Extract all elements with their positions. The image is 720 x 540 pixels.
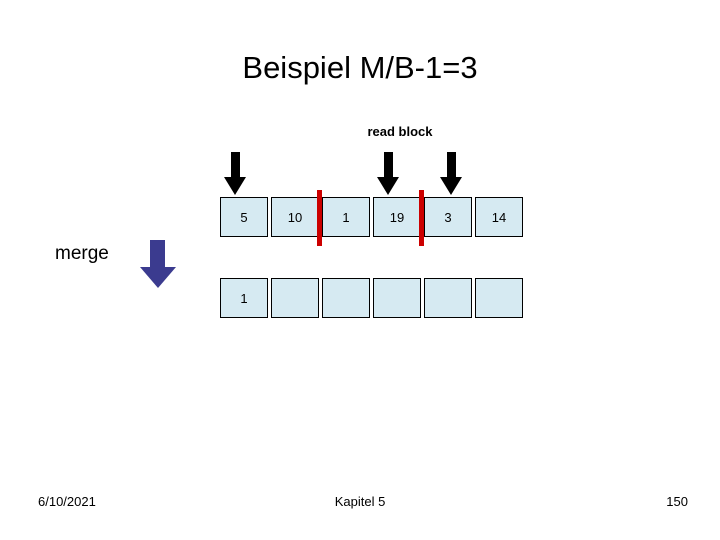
page-title: Beispiel M/B-1=3 xyxy=(242,50,478,85)
top-row-cell: 10 xyxy=(271,197,319,237)
arrow-head xyxy=(377,177,399,195)
merge-down-arrow-icon xyxy=(140,240,176,288)
down-arrow-icon xyxy=(440,152,462,196)
bottom-row-cell xyxy=(475,278,523,318)
footer-chapter: Kapitel 5 xyxy=(334,494,386,509)
footer-date: 6/10/2021 xyxy=(38,494,96,509)
top-row-cell: 1 xyxy=(322,197,370,237)
down-arrow-icon xyxy=(377,152,399,196)
arrow-shaft xyxy=(384,152,393,178)
merge-label: merge xyxy=(55,243,109,264)
top-row-cell: 19 xyxy=(373,197,421,237)
read-block-label: read block xyxy=(367,124,433,139)
bottom-row-cell: 1 xyxy=(220,278,268,318)
arrow-head xyxy=(224,177,246,195)
bottom-row-cell xyxy=(424,278,472,318)
top-row-cell: 5 xyxy=(220,197,268,237)
down-arrow-icon xyxy=(224,152,246,196)
bottom-row-cell xyxy=(373,278,421,318)
block-separator xyxy=(317,190,322,246)
block-separator xyxy=(419,190,424,246)
top-row-cell: 3 xyxy=(424,197,472,237)
arrow-head xyxy=(440,177,462,195)
top-row-cell: 14 xyxy=(475,197,523,237)
footer-page-number: 150 xyxy=(666,494,688,509)
arrow-head xyxy=(140,267,176,288)
bottom-row-cell xyxy=(271,278,319,318)
arrow-shaft xyxy=(447,152,456,178)
bottom-row-cell xyxy=(322,278,370,318)
arrow-shaft xyxy=(231,152,240,178)
arrow-shaft xyxy=(150,240,165,268)
